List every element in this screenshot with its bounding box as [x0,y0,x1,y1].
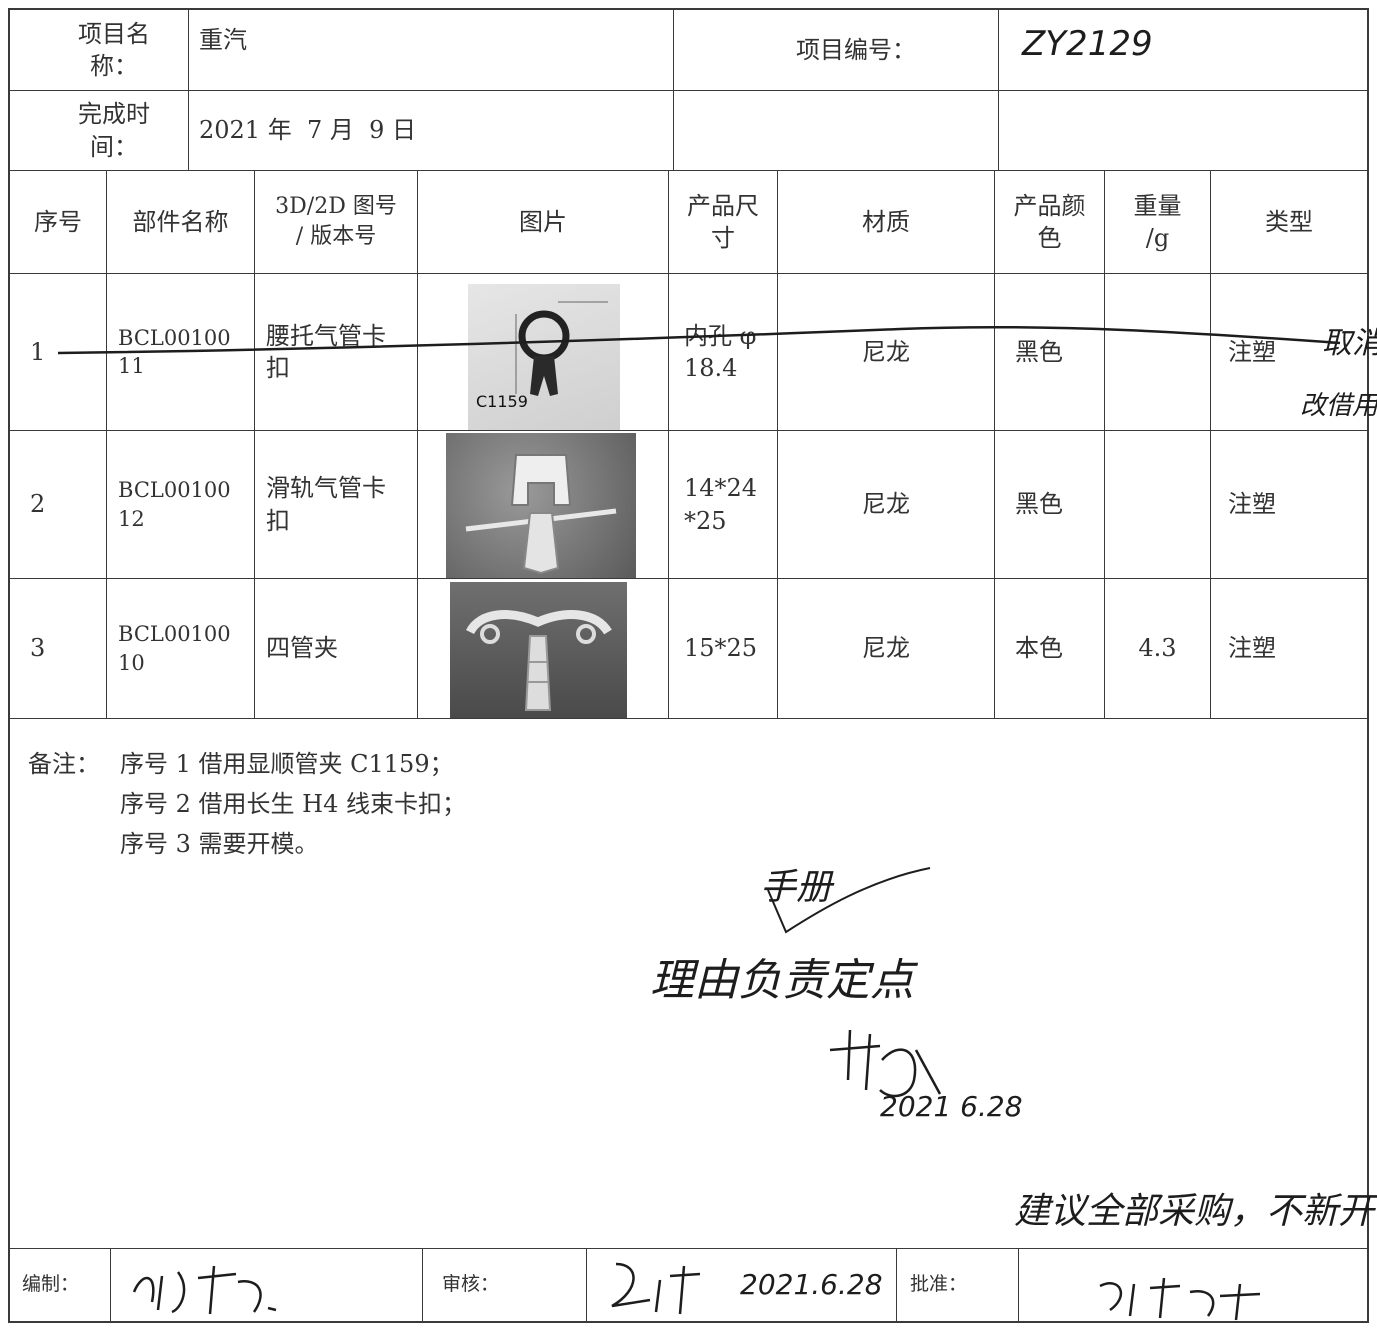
vline-t5 [777,170,778,718]
reviewed-label: 审核： [442,1273,500,1296]
hline-3 [8,273,1369,274]
border-left [8,8,10,1323]
reviewed-date: 2021.6.28 [740,1268,883,1301]
row2-drawing: 滑轨气管卡扣 [266,474,386,535]
vline-f4 [896,1248,897,1322]
row1-type: 注塑 [1228,337,1276,366]
row2-part: BCL0010012 [118,478,231,531]
clip-photo-2 [465,454,617,575]
row2-part-photo [446,433,636,578]
row2-size: 14*24*25 [684,474,758,535]
col-header-drawing: 3D/2D 图号 / 版本号 [275,194,397,249]
row1-image-label: C1159 [476,392,528,411]
row3-type: 注塑 [1228,634,1276,663]
vline-h1 [188,8,189,170]
vline-t8 [1210,170,1211,718]
row1-part: BCL0010011 [118,325,231,378]
hline-4 [8,430,1369,431]
handwritten-note-2: 理由负责定点 [650,955,914,1006]
approved-signature [1099,1277,1261,1321]
row1-strike-line [57,325,1341,355]
row3-drawing: 四管夹 [266,634,338,663]
vline-t7 [1104,170,1105,718]
col-header-color: 产品颜色 [1013,191,1086,252]
prepared-signature [132,1265,277,1315]
hline-5 [8,578,1369,579]
vline-t6 [994,170,995,718]
project-no-value: ZY2129 [1022,24,1153,64]
finish-time-value: 2021 年 7 月 9 日 [199,116,417,145]
remarks-line-1: 序号 1 借用显顺管夹 C1159； [120,750,454,778]
remarks-label: 备注： [28,750,100,778]
row2-material: 尼龙 [862,490,910,519]
row2-type: 注塑 [1228,490,1276,519]
check-stroke [767,867,931,934]
row1-margin-note: 取消 [1322,326,1377,361]
hline-6 [8,718,1369,719]
handwritten-date-note: 2021 6.28 [880,1090,1023,1123]
vline-t3 [417,170,418,718]
row3-size: 15*25 [684,634,758,663]
project-name-value: 重汽 [199,26,247,54]
vline-f5 [1018,1248,1019,1322]
row3-part: BCL0010010 [118,622,231,675]
vline-t2 [254,170,255,718]
prepared-label: 编制： [22,1273,80,1296]
vline-f3 [586,1248,587,1322]
col-header-image: 图片 [519,207,567,236]
row1-no: 1 [30,337,46,366]
row2-weight [1105,431,1210,578]
border-bottom [8,1321,1369,1323]
handwritten-suggestion: 建议全部采购，不新开模具 [1014,1191,1377,1232]
row2-no: 2 [30,490,46,519]
col-header-part: 部件名称 [132,207,229,236]
border-right [1367,8,1369,1323]
row1-drawing: 腰托气管卡扣 [266,321,386,382]
row1-part-photo: C1159 [468,284,620,430]
remarks-line-2: 序号 2 借用长生 H4 线束卡扣； [120,790,466,818]
vline-t1 [106,170,107,718]
row3-material: 尼龙 [862,634,910,663]
vline-f1 [110,1248,111,1322]
remarks-line-3: 序号 3 需要开模。 [120,830,319,858]
scribble-signature [829,1029,942,1098]
border-top [8,8,1369,10]
row3-color: 本色 [1015,634,1063,663]
row3-part-photo [450,582,627,718]
project-name-label: 项目名称： [78,19,150,80]
col-header-size: 产品尺寸 [687,191,759,252]
row1-material: 尼龙 [862,337,910,366]
reviewed-signature [611,1262,701,1315]
vline-h2 [673,8,674,170]
col-header-weight: 重量 /g [1133,191,1182,252]
col-header-type: 类型 [1265,207,1313,236]
row3-weight: 4.3 [1138,634,1177,663]
col-header-material: 材质 [862,207,910,236]
row1-color: 黑色 [1015,337,1063,366]
row2-color: 黑色 [1015,490,1063,519]
clip-photo-3 [465,610,612,711]
col-header-no: 序号 [34,207,82,236]
hline-2 [8,170,1369,171]
row1-margin-note-2: 改借用 [1300,391,1377,421]
hline-7 [8,1248,1369,1249]
clip-photo-1 [515,301,608,396]
finish-time-label: 完成时间： [78,100,150,161]
approved-label: 批准： [910,1273,968,1296]
project-no-label: 项目编号： [796,35,916,64]
hline-1 [8,90,1369,91]
vline-t4 [668,170,669,718]
vline-h3 [998,8,999,170]
vline-f2 [422,1248,423,1322]
row3-no: 3 [30,634,46,663]
